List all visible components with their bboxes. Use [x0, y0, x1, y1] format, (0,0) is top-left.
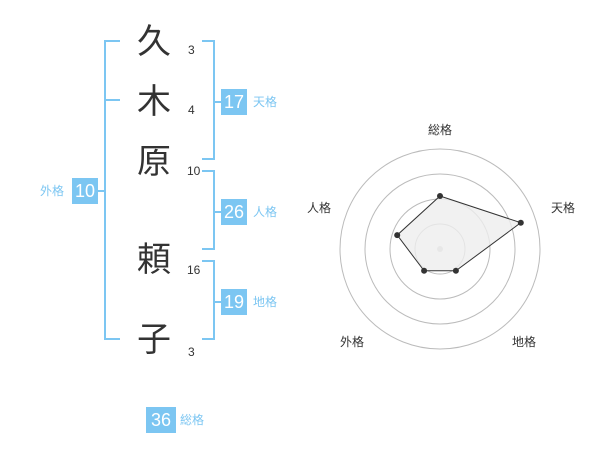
- stroke-count-5: 3: [188, 345, 195, 359]
- chikaku-bracket: [202, 260, 215, 340]
- jinkaku-badge: 26: [221, 199, 247, 225]
- radar-area: [396, 195, 522, 272]
- tenkaku-connector: [215, 101, 221, 103]
- stroke-count-3: 10: [187, 164, 201, 178]
- chikaku-label: 地格: [253, 295, 278, 309]
- radar-points: [394, 193, 524, 274]
- soukaku-badge: 36: [146, 407, 176, 433]
- jinkaku-label: 人格: [253, 205, 278, 219]
- gaikaku-connector: [98, 190, 104, 192]
- stroke-count-4: 16: [187, 263, 201, 277]
- chikaku-connector: [215, 301, 221, 303]
- radar-point-2: [452, 267, 459, 274]
- tenkaku-bracket: [202, 40, 215, 160]
- gaikaku-label: 外格: [40, 184, 65, 198]
- gaikaku-badge: 10: [72, 178, 98, 204]
- kanji-3: 原: [137, 142, 171, 182]
- jinkaku-bracket: [202, 170, 215, 250]
- radar-label-chikaku: 地格: [512, 334, 536, 349]
- kanji-1: 久: [137, 22, 171, 62]
- kanji-4: 頼: [137, 240, 171, 280]
- radar-label-jinkaku: 人格: [307, 200, 331, 215]
- stroke-count-1: 3: [188, 43, 195, 57]
- radar-point-1: [517, 219, 524, 226]
- soukaku-label: 総格: [180, 413, 205, 427]
- radar-point-3: [421, 267, 428, 274]
- tenkaku-badge: 17: [221, 89, 247, 115]
- kanji-5: 子: [137, 320, 171, 360]
- chikaku-badge: 19: [221, 289, 247, 315]
- radar-label-gaikaku: 外格: [340, 334, 364, 349]
- gaikaku-bracket: [104, 40, 120, 340]
- kanji-2: 木: [137, 82, 171, 122]
- stroke-count-2: 4: [188, 103, 195, 117]
- tenkaku-label: 天格: [253, 95, 278, 109]
- radar-label-tenkaku: 天格: [551, 200, 575, 215]
- radar-label-soukaku: 総格: [428, 122, 452, 137]
- gaikaku-bracket-tick: [104, 99, 120, 101]
- jinkaku-connector: [215, 211, 221, 213]
- radar-grid: [339, 148, 541, 350]
- radar-ring-4: [339, 148, 541, 350]
- radar-ring-3: [364, 173, 516, 325]
- radar-chart: 総格 天格 地格 外格 人格: [307, 122, 575, 350]
- radar-point-0: [437, 193, 443, 199]
- radar-point-4: [394, 232, 401, 239]
